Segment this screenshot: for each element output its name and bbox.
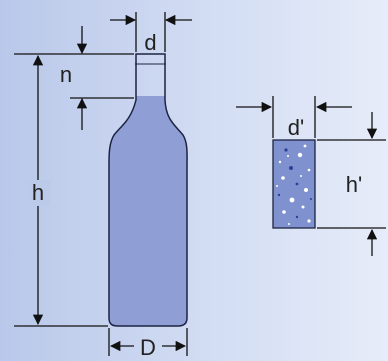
cork-body [272,139,316,229]
cork-speckles [276,144,312,225]
neck-length-dimension: n [60,26,134,130]
cork-height-label: h' [346,172,362,197]
bottle-height-dimension: h [14,53,134,327]
bottle [108,53,188,327]
cork-height-dimension: h' [317,112,386,256]
neck-length-label: n [60,62,72,87]
cork [272,139,316,229]
cork-diameter-label: d' [288,115,304,140]
bottle-height-label: h [32,180,44,205]
bottle-outline [108,53,188,327]
neck-diameter-label: d [144,30,156,55]
bottle-liquid [109,96,188,326]
bottle-diameter-label: D [140,335,156,360]
bottle-diameter-dimension: D [108,328,188,360]
neck-diameter-dimension: d [110,12,192,55]
cork-diameter-dimension: d' [236,96,352,140]
